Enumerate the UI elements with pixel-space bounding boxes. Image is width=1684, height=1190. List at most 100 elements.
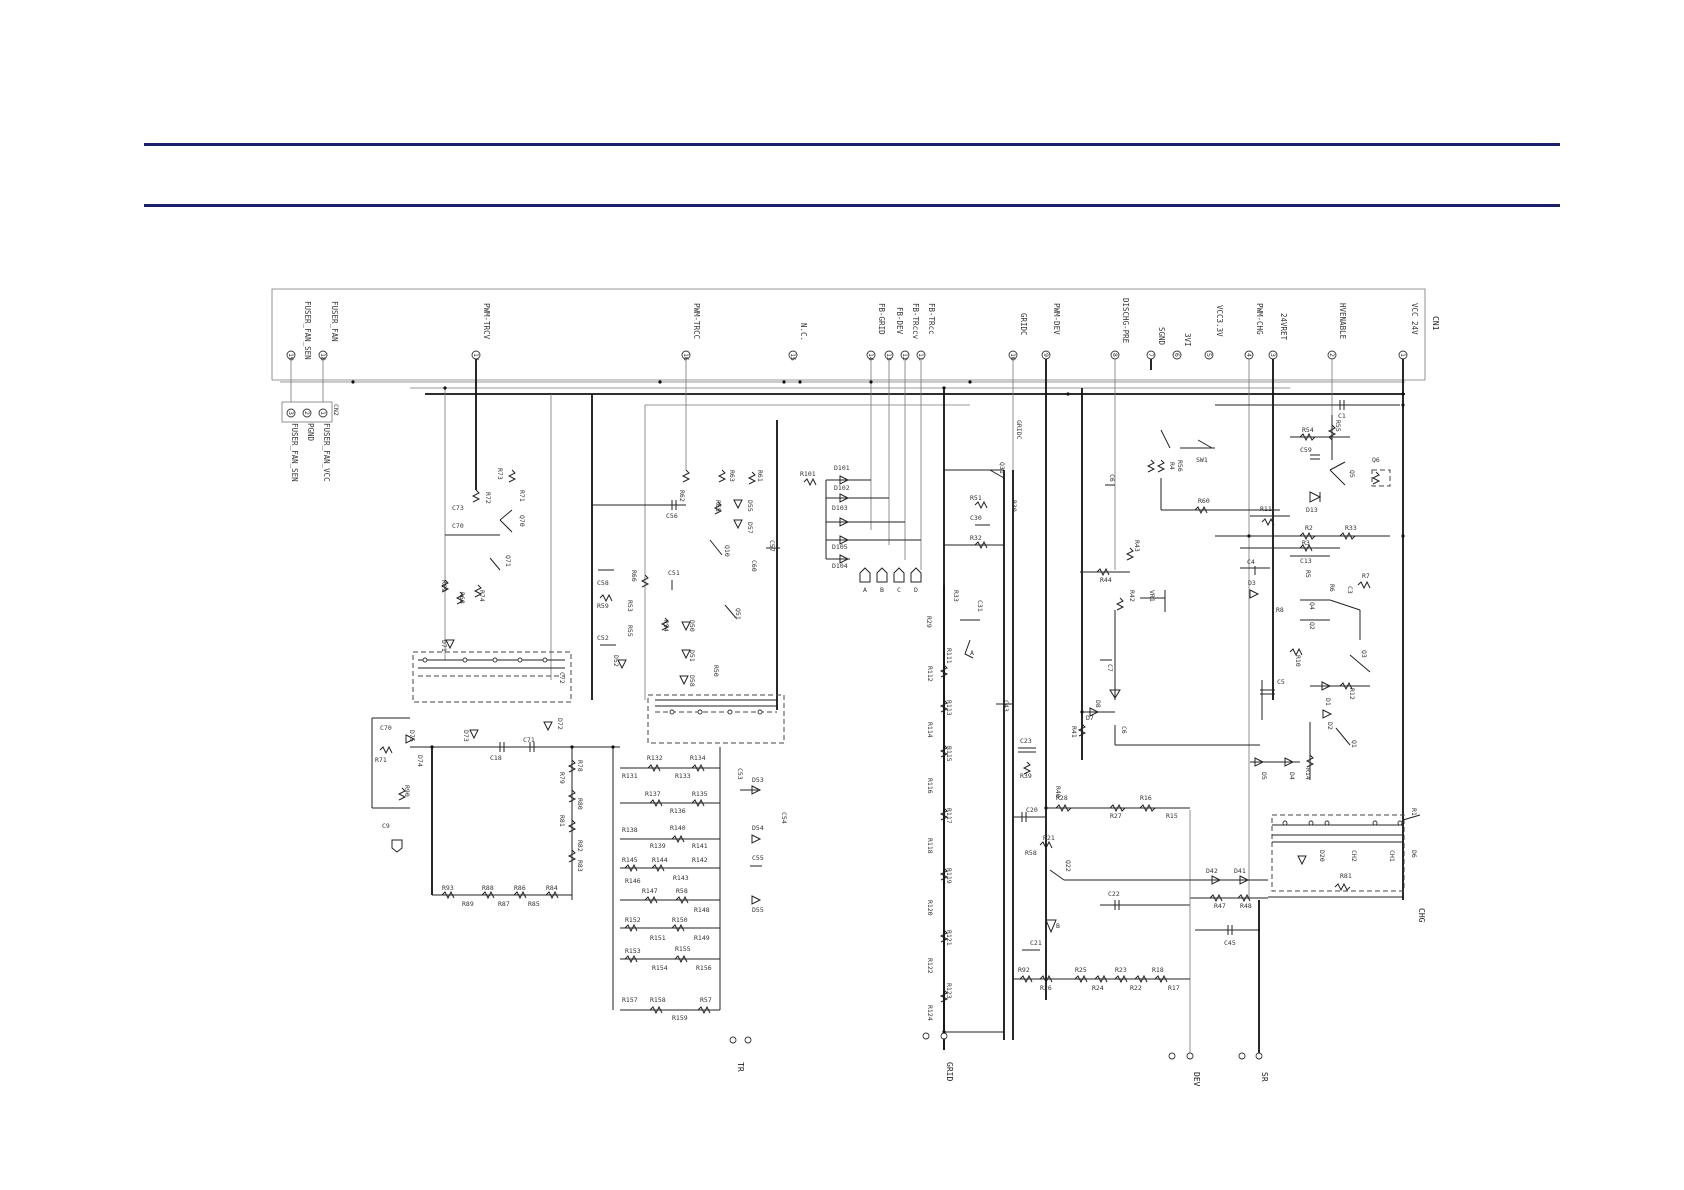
label-c73: C73 xyxy=(452,504,464,512)
label-r118: R118 xyxy=(926,838,934,854)
label-r5: R5 xyxy=(1304,570,1312,578)
label-r133: R133 xyxy=(675,772,691,780)
label-r112: R112 xyxy=(926,666,934,682)
label-d105: D105 xyxy=(832,543,848,551)
label-r74: R74 xyxy=(478,590,486,602)
cn1-pin-15: N.C. 15 xyxy=(788,323,808,361)
label-r153: R153 xyxy=(625,947,641,955)
label-r137: R137 xyxy=(645,790,661,798)
cn2-pin-3-num: 3 xyxy=(287,411,295,415)
dev-sr-terminals: DEV SR xyxy=(1168,900,1269,1087)
pin-number: 6 xyxy=(1173,353,1181,357)
label-r69: R69 xyxy=(440,580,448,592)
pin-label: DISCHG-PRE xyxy=(1121,298,1130,344)
label-r56: R56 xyxy=(1176,460,1184,472)
label-r54: R54 xyxy=(1302,426,1314,434)
cn1-ref: CN1 xyxy=(1431,316,1440,331)
cn1-pin-5: VCC3.3V 5 xyxy=(1204,305,1224,360)
pin-label: PWM-TRCV xyxy=(482,303,491,340)
label-r149: R149 xyxy=(694,934,710,942)
label-c18: C18 xyxy=(490,754,502,762)
label-r50: R50 xyxy=(712,665,720,677)
label-r32: R32 xyxy=(970,534,982,542)
pin-number: 13 xyxy=(885,353,893,361)
label-r24: R24 xyxy=(1092,984,1104,992)
label-r87: R87 xyxy=(498,900,510,908)
label-r65: R65 xyxy=(714,500,722,512)
label-r4: R4 xyxy=(1168,462,1176,470)
label-d73: D73 xyxy=(462,730,470,742)
label-r132: R132 xyxy=(647,754,663,762)
label-r158: R158 xyxy=(650,996,666,1004)
label-r23: R23 xyxy=(1115,966,1127,974)
cn1-pin-3: 24VRET 3 xyxy=(1268,313,1288,360)
label-d51: D51 xyxy=(688,650,696,662)
label-r89: R89 xyxy=(462,900,474,908)
pin-label: PWM-DEV xyxy=(1052,303,1061,335)
label-r151: R151 xyxy=(650,934,666,942)
pin-number: 7 xyxy=(1147,353,1155,357)
label-c55: C55 xyxy=(752,854,764,862)
tr-resistor-string: R78 R79 R80 R81 R82 R83 R93 R89 R88 R87 … xyxy=(431,747,584,908)
label-d7: D7 xyxy=(1086,714,1094,722)
label-r79: R79 xyxy=(558,772,566,784)
pin-label: VCC3.3V xyxy=(1215,305,1224,337)
pin-number: 2 xyxy=(1328,353,1336,357)
label-r147: R147 xyxy=(642,887,658,895)
label-d5: D5 xyxy=(1260,772,1268,780)
tr-resistor-matrix: R131 R132 R133 R134 R137 R136 R135 R138 … xyxy=(612,747,721,1022)
label-r14: R14 xyxy=(1304,768,1312,780)
label-q22: Q22 xyxy=(1064,860,1072,872)
net-mark-b-fb: B xyxy=(880,586,884,594)
label-r155: R155 xyxy=(675,945,691,953)
label-r2: R2 xyxy=(1305,524,1313,532)
label-c71: C71 xyxy=(523,736,535,744)
label-r142: R142 xyxy=(692,856,708,864)
cn1-pin-4: PWM-CHG 4 xyxy=(1244,303,1264,360)
label-r116: R116 xyxy=(926,778,934,794)
label-c5: C5 xyxy=(1277,678,1285,686)
label-r92: R92 xyxy=(1018,966,1030,974)
cn2-pin-3-label: FUSER_FAN_SEN xyxy=(290,423,299,482)
label-r11: R11 xyxy=(1260,505,1272,513)
label-c1: C1 xyxy=(1338,412,1346,420)
connector-cn2: CN2 1 2 3 FUSER_FAN_VCC PGND FUSER_FAN_S… xyxy=(281,359,340,482)
label-r62: R62 xyxy=(678,490,686,502)
dev-resistor-bank: R28 R27 R16 R15 C20 R21 R58 Q22 C21 R92 … xyxy=(1013,737,1190,992)
pin-number: 18 xyxy=(319,353,327,361)
pin-number: 19 xyxy=(287,353,295,361)
output-sr: SR xyxy=(1260,1072,1269,1082)
label-r156: R156 xyxy=(696,964,712,972)
label-q71: Q71 xyxy=(504,555,512,567)
label-r113: R113 xyxy=(945,700,953,716)
label-r121: R121 xyxy=(945,930,953,946)
pin-label: 3VI xyxy=(1183,333,1192,347)
label-gridc-ref: GRIDC xyxy=(1015,420,1023,440)
junction-dots xyxy=(351,380,1405,1034)
label-r42: R42 xyxy=(1128,590,1136,602)
pin-label: HVENABLE xyxy=(1338,303,1347,340)
label-d6: D6 xyxy=(1410,850,1418,858)
label-r90: R90 xyxy=(403,785,411,797)
net-mark-c: C xyxy=(897,586,901,594)
label-r10: R10 xyxy=(1294,655,1302,667)
label-d104: D104 xyxy=(832,562,848,570)
label-d20: D20 xyxy=(1318,850,1326,862)
label-r84: R84 xyxy=(546,884,558,892)
label-d72: D72 xyxy=(556,718,564,730)
label-q4: Q4 xyxy=(1308,602,1316,610)
label-r68: R68 xyxy=(458,592,466,604)
label-r135: R135 xyxy=(692,790,708,798)
pin-label: FB-DEV xyxy=(895,307,904,335)
pin-number: 4 xyxy=(1245,353,1253,357)
label-vr1: VR1 xyxy=(1148,590,1156,602)
power-rails xyxy=(280,359,1405,1050)
label-r17: R17 xyxy=(1168,984,1180,992)
pin-number: 9 xyxy=(1042,353,1050,357)
label-r101: R101 xyxy=(800,470,816,478)
label-r143: R143 xyxy=(673,874,689,882)
label-c60: C60 xyxy=(750,560,758,572)
sw1-vr1-block: R4 SW1 R56 R60 C6 R43 R44 R42 VR1 C7 D8 … xyxy=(1054,429,1280,798)
transfer-trcc-block: R62 C56 R63 R61 R65 D55 D57 Q10 C57 C60 … xyxy=(592,469,785,744)
